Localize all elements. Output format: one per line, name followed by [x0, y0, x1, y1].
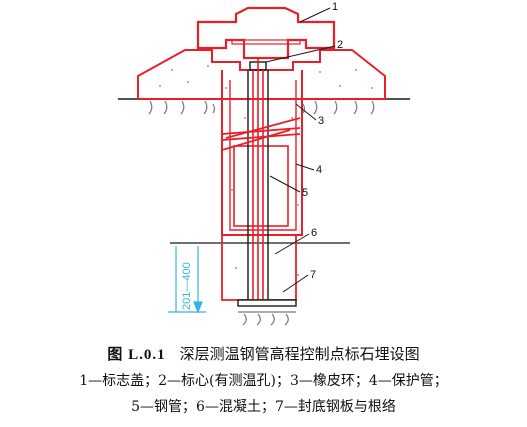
- concrete-speckle: [159, 65, 373, 301]
- callout-leaders: [265, 7, 336, 293]
- inner-sleeve: [233, 145, 289, 227]
- cover-inner-cavity: [231, 39, 301, 45]
- callout-6: 6: [311, 227, 317, 239]
- steel-pipe: [247, 70, 269, 300]
- figure-number: 图 L.0.1: [107, 347, 166, 363]
- core-lines: [252, 58, 264, 302]
- depth-label: 201—400: [181, 262, 193, 310]
- burial-diagram: 201—400 1 2 3 4 5 6 7: [118, 1, 410, 326]
- depth-dimension: [168, 246, 206, 314]
- callout-numbers: 1 2 3 4 5 6 7: [302, 1, 343, 281]
- callout-2: 2: [337, 39, 343, 51]
- base-plate: [237, 299, 297, 307]
- base-footing: [238, 311, 296, 326]
- callout-3: 3: [318, 115, 324, 127]
- figure-title: 深层测温钢管高程控制点标石埋设图: [179, 345, 420, 363]
- callout-5: 5: [302, 187, 308, 199]
- ground-hatch: [148, 100, 375, 115]
- marker-cover: [196, 6, 336, 60]
- concrete-monument: [137, 49, 386, 100]
- legend-line-2: 5—钢管；6—混凝土；7—封底钢板与根络: [131, 399, 396, 415]
- protective-pipe: [221, 70, 303, 236]
- legend-line-1: 1—标志盖；2—标心(有测温孔)；3—橡皮环；4—保护管；: [79, 373, 448, 389]
- callout-4: 4: [316, 164, 322, 176]
- caption-title-line: 图 L.0.1 深层测温钢管高程控制点标石埋设图: [0, 343, 527, 364]
- callout-1: 1: [332, 1, 338, 13]
- rubber-ring: [221, 117, 301, 151]
- callout-7: 7: [310, 269, 316, 281]
